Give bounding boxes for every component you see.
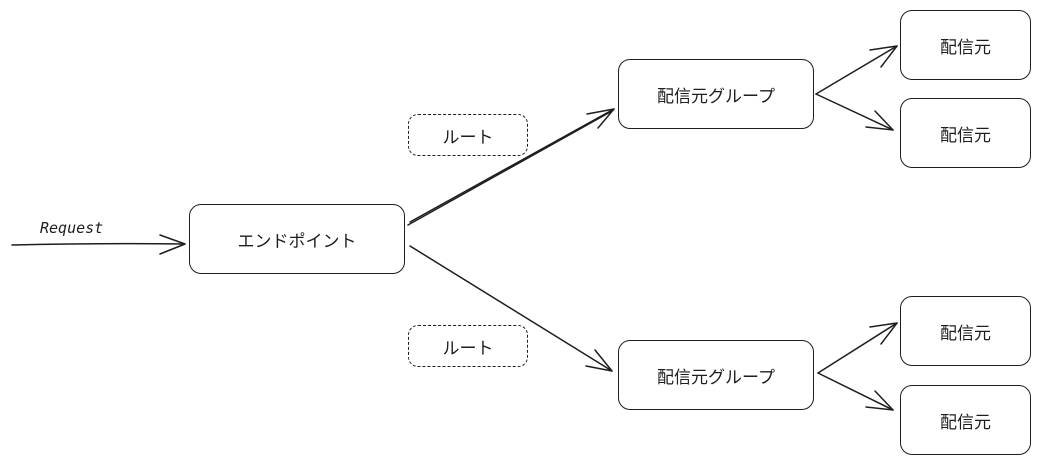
origin-label: 配信元 — [940, 37, 991, 58]
endpoint-node[interactable]: エンドポイント — [189, 204, 405, 274]
request-label: Request — [40, 219, 104, 237]
route-node-2[interactable]: ルート — [408, 325, 528, 367]
origin-label: 配信元 — [940, 323, 991, 344]
route-label: ルート — [442, 338, 494, 359]
request-arrow — [11, 234, 186, 255]
origin-label: 配信元 — [940, 125, 991, 146]
arrow-group-2-to-origin-3 — [817, 322, 898, 374]
route-label: ルート — [442, 127, 494, 148]
route-node-1[interactable]: ルート — [408, 114, 528, 156]
origin-group-node-2[interactable]: 配信元グループ — [618, 340, 814, 410]
arrow-endpoint-to-group-2 — [409, 245, 613, 372]
arrow-group-1-to-origin-2 — [815, 93, 894, 131]
origin-node-4[interactable]: 配信元 — [900, 385, 1031, 455]
arrow-endpoint-to-group-1 — [407, 108, 615, 226]
origin-group-label: 配信元グループ — [657, 86, 775, 107]
origin-node-1[interactable]: 配信元 — [900, 10, 1031, 80]
origin-node-3[interactable]: 配信元 — [900, 296, 1031, 366]
arrow-group-2-to-origin-4 — [817, 372, 894, 411]
origin-node-2[interactable]: 配信元 — [900, 98, 1031, 168]
origin-group-label: 配信元グループ — [657, 367, 775, 388]
origin-group-node-1[interactable]: 配信元グループ — [618, 59, 814, 129]
origin-label: 配信元 — [940, 412, 991, 433]
arrow-group-1-to-origin-1 — [815, 45, 898, 95]
endpoint-label: エンドポイント — [237, 231, 357, 252]
